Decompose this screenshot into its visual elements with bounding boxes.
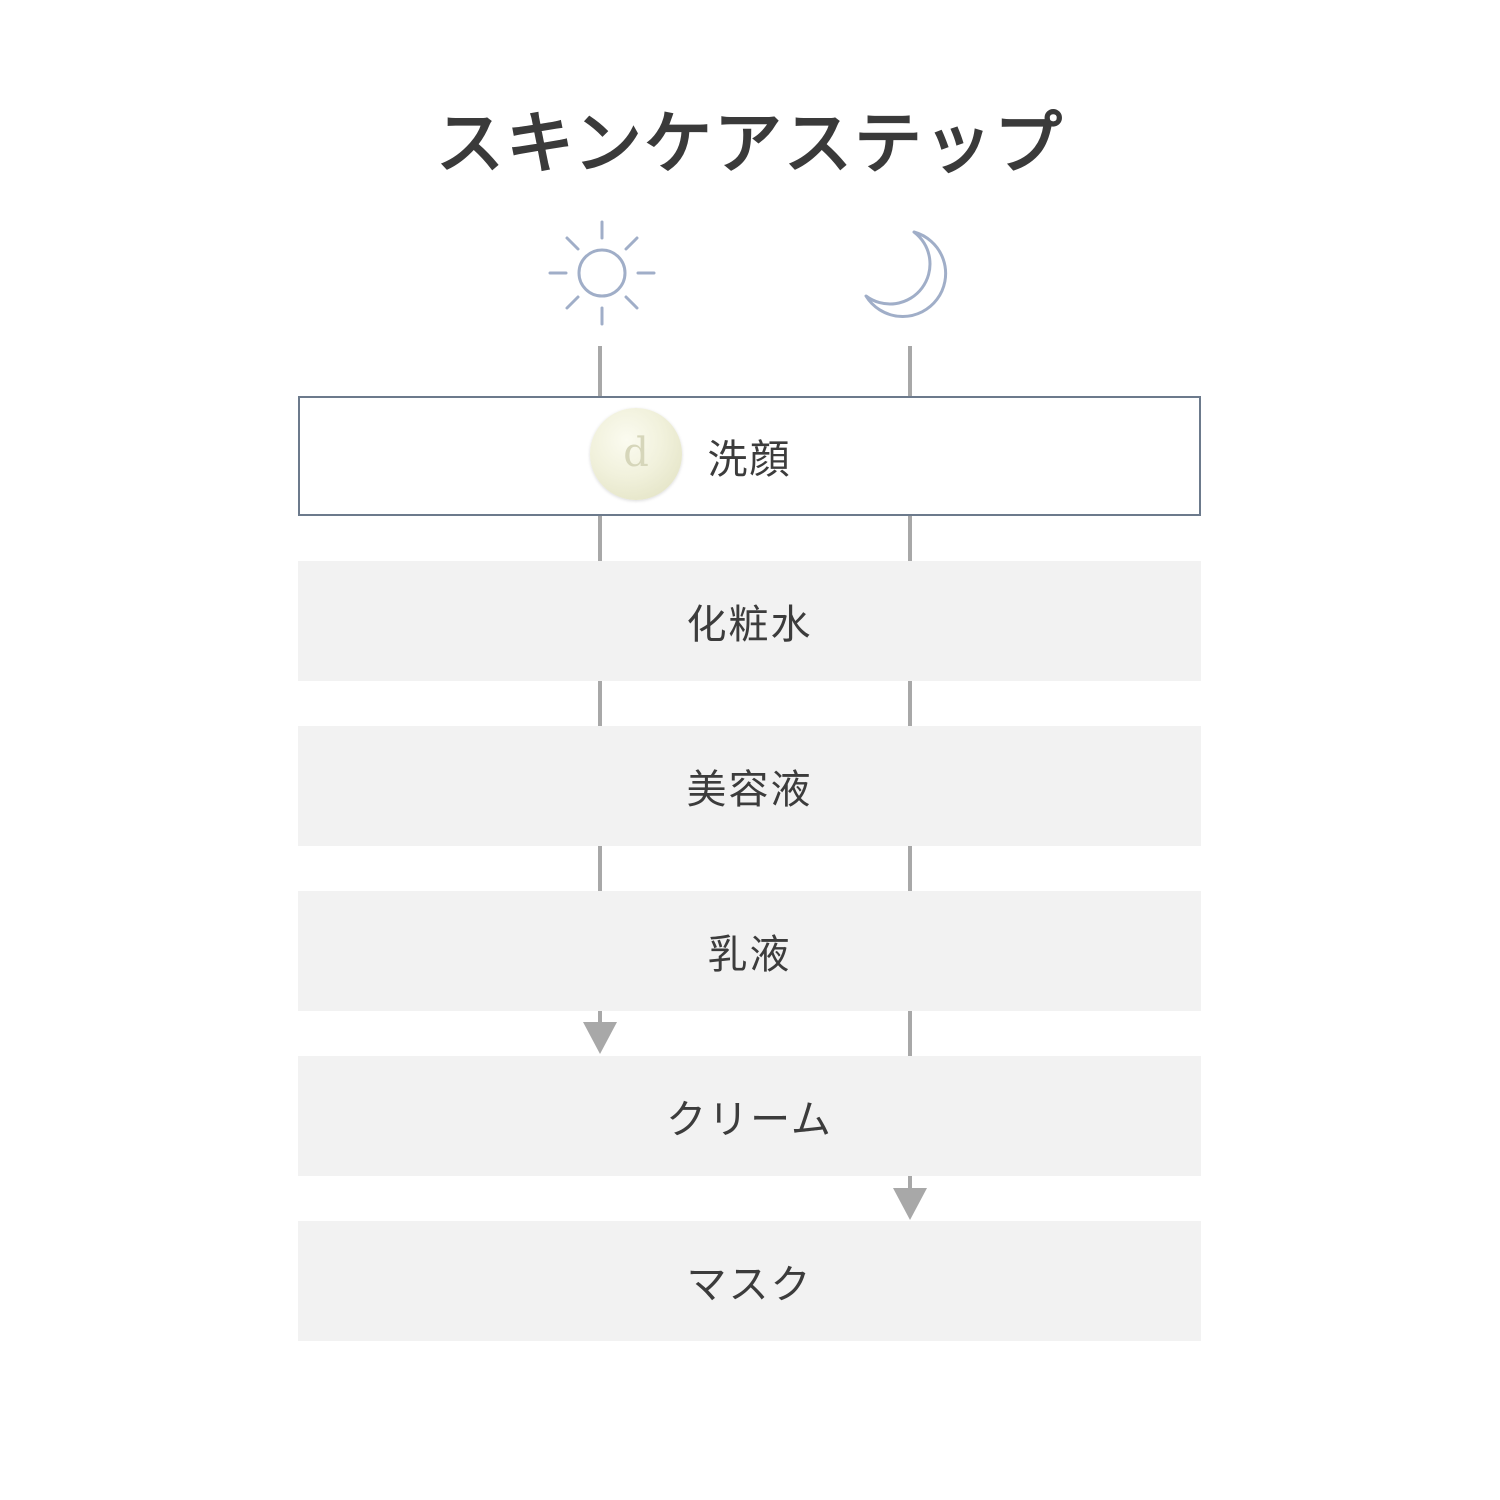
step-label: 洗顔 <box>707 437 792 483</box>
night-connector <box>908 681 912 726</box>
step-mask[interactable]: マスク <box>298 1221 1201 1341</box>
sun-icon <box>546 218 658 330</box>
morning-connector <box>598 1011 602 1025</box>
morning-connector <box>598 846 602 891</box>
moon-icon <box>860 228 960 322</box>
step-cream[interactable]: クリーム <box>298 1056 1201 1176</box>
product-image: d <box>590 408 682 500</box>
night-arrow-head <box>893 1188 927 1220</box>
night-connector <box>908 346 912 396</box>
step-label: マスク <box>686 1262 813 1308</box>
night-connector <box>908 846 912 891</box>
morning-connector <box>598 346 602 396</box>
morning-connector <box>598 516 602 561</box>
product-logo-mark: d <box>623 430 649 476</box>
step-label: クリーム <box>666 1097 833 1143</box>
step-lotion[interactable]: 化粧水 <box>298 561 1201 681</box>
morning-arrow-head <box>583 1022 617 1054</box>
step-label: 美容液 <box>686 767 813 813</box>
step-label: 化粧水 <box>686 602 813 648</box>
night-connector <box>908 1176 912 1190</box>
step-emulsion[interactable]: 乳液 <box>298 891 1201 1011</box>
step-label: 乳液 <box>707 932 792 978</box>
step-serum[interactable]: 美容液 <box>298 726 1201 846</box>
night-connector <box>908 1011 912 1056</box>
page-title: スキンケアステップ <box>436 105 1064 184</box>
step-cleansing[interactable]: d 洗顔 <box>298 396 1201 516</box>
morning-connector <box>598 681 602 726</box>
night-connector <box>908 516 912 561</box>
